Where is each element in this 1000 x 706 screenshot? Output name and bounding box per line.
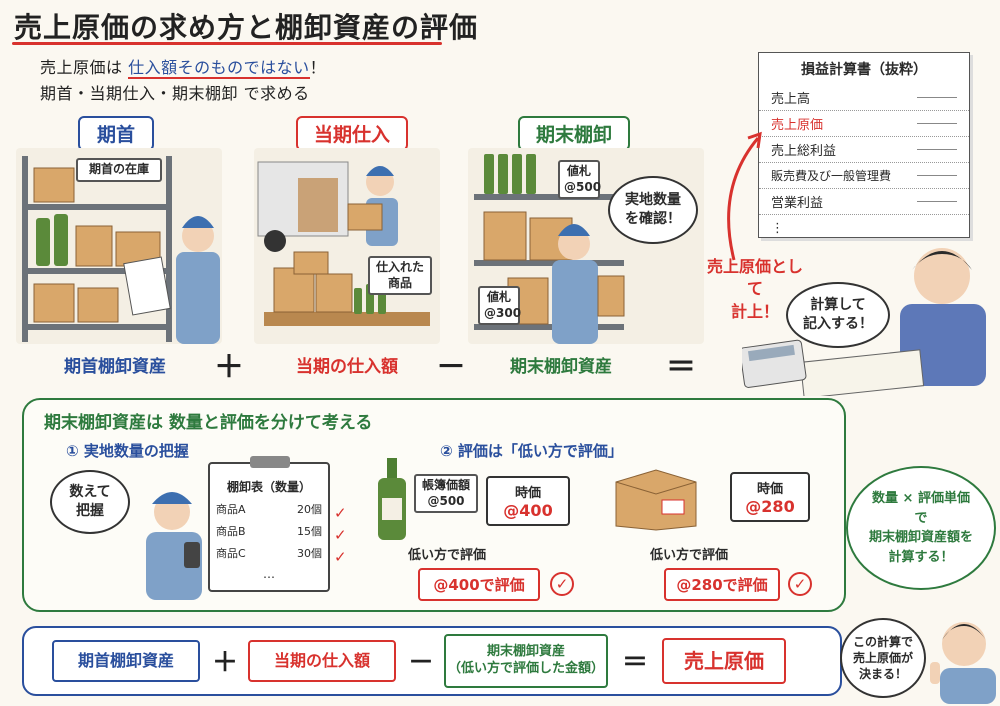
statement-row: 売上原価 [759, 111, 969, 137]
caption-closing: 期末棚卸資産 [510, 357, 612, 377]
statement-rows: 売上高 売上原価 売上総利益 販売費及び一般管理費 営業利益 ⋮ [759, 85, 969, 241]
price-tag-300: 値札 @300 [478, 286, 521, 326]
delivery-truck-icon [254, 148, 440, 344]
check-icon: ✓ [334, 526, 347, 544]
clipboard-title: 棚卸表（数量） [226, 480, 311, 494]
formula-bubble: この計算で 売上原価が 決まる！ [840, 618, 926, 698]
cost-recorded-annotation: 売上原価として 計上！ [706, 257, 803, 321]
section-valuation-title: ② 評価は「低い方で評価」 [440, 442, 623, 460]
subtitle-line1: 売上原価は 仕入額そのものではない！ [40, 58, 327, 79]
book-value-label: 帳簿価額 @500 [414, 474, 478, 514]
count-bubble: 数えて 把握 [50, 470, 130, 534]
formula-result: 売上原価 [662, 638, 786, 684]
purchased-goods-sign: 仕入れた 商品 [368, 256, 432, 296]
formula-term-closing: 期末棚卸資産 （低い方で評価した金額） [444, 634, 608, 688]
opening-inventory-illustration: 期首の在庫 [16, 148, 222, 344]
lower-of-text-bottle: 低い方で評価 [408, 548, 487, 563]
cost-of-sales-formula: 期首棚卸資産 ＋ 当期の仕入額 － 期末棚卸資産 （低い方で評価した金額） ＝ … [22, 626, 842, 696]
statement-row: 販売費及び一般管理費 [759, 163, 969, 189]
purchase-illustration: 仕入れた 商品 [254, 148, 440, 344]
income-statement-sheet: 損益計算書（抜粋） 売上高 売上原価 売上総利益 販売費及び一般管理費 営業利益… [758, 52, 970, 238]
header-opening: 期首 [78, 116, 154, 151]
header-purchase: 当期仕入 [296, 116, 408, 151]
section-quantity-title: ① 実地数量の把握 [66, 442, 189, 460]
caption-opening: 期首棚卸資産 [64, 357, 166, 377]
pointing-man-icon [930, 622, 996, 704]
calculation-bubble: 数量 × 評価単価 で 期末棚卸資産額を 計算する！ [846, 466, 996, 590]
statement-row: 売上総利益 [759, 137, 969, 163]
statement-row: 売上高 [759, 85, 969, 111]
lower-of-text-box: 低い方で評価 [650, 548, 729, 563]
page-title: 売上原価の求め方と棚卸資産の評価 [14, 11, 479, 44]
market-price-card-box: 時価 @280 [730, 472, 810, 522]
bottle-icon [378, 458, 406, 540]
clipboard-clip [250, 456, 290, 468]
arrow-up-icon [727, 131, 762, 261]
count-check-bubble: 実地数量 を確認！ [608, 176, 698, 244]
formula-term-purchase: 当期の仕入額 [248, 640, 396, 682]
operator-plus: ＋ [214, 350, 244, 385]
header-closing: 期末棚卸 [518, 116, 630, 151]
worker-with-scanner-icon [146, 492, 202, 600]
statement-row: ⋮ [771, 220, 784, 236]
check-icon: ✓ [334, 504, 347, 522]
operator-minus: － [436, 350, 466, 385]
statement-row: 営業利益 [759, 189, 969, 215]
accountant-illustration [742, 248, 986, 396]
valuation-result-box: @280で評価 [664, 568, 780, 601]
cardboard-box-icon [615, 469, 697, 531]
closing-inventory-illustration: 値札 @500 値札 @300 実地数量 を確認！ [468, 148, 704, 344]
valuation-result-bottle: @400で評価 [418, 568, 540, 601]
operator-equals: ＝ [666, 350, 696, 385]
subtitle-highlight: 仕入額そのものではない [128, 58, 310, 79]
check-icon: ✓ [788, 572, 812, 596]
clipboard-checkmarks: ✓ ✓ ✓ [334, 502, 347, 568]
clipboard-more: … [263, 567, 275, 581]
record-bubble: 計算して 記入する！ [786, 282, 890, 348]
check-icon: ✓ [550, 572, 574, 596]
caption-purchase: 当期の仕入額 [296, 357, 398, 377]
market-price-card-bottle: 時価 @400 [486, 476, 570, 526]
price-tag-500: 値札 @500 [558, 160, 601, 200]
title-underline [12, 42, 442, 45]
formula-term-opening: 期首棚卸資産 [52, 640, 200, 682]
panel-title: 期末棚卸資産は 数量と評価を分けて考える [44, 413, 373, 433]
check-icon: ✓ [334, 548, 347, 566]
formula-minus: － [408, 648, 435, 678]
statement-title: 損益計算書（抜粋） [801, 62, 927, 78]
formula-equals: ＝ [622, 648, 649, 678]
formula-plus: ＋ [212, 648, 239, 678]
subtitle-line2: 期首・当期仕入・期末棚卸 で求める [40, 84, 310, 103]
opening-stock-sign: 期首の在庫 [76, 158, 162, 182]
